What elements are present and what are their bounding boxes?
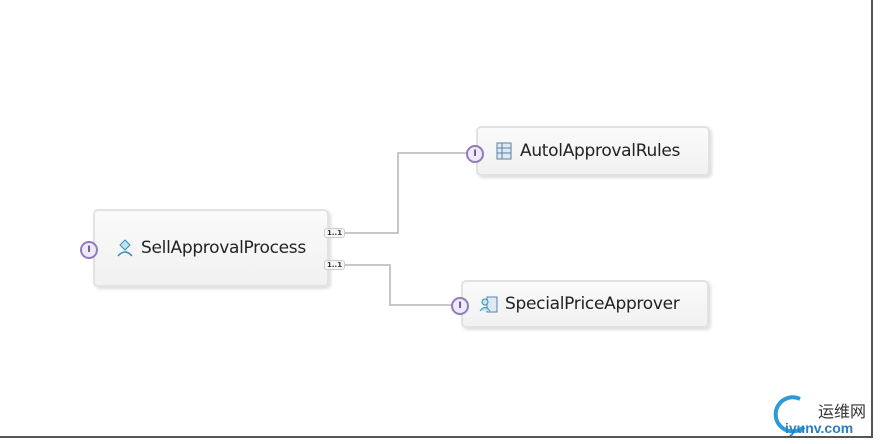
watermark-domain: iyunv.com — [785, 420, 854, 436]
watermark-text: 运维网 — [818, 402, 867, 421]
node-label: AutolApprovalRules — [520, 141, 681, 161]
rule-table-icon — [496, 142, 512, 160]
interface-icon[interactable]: I — [451, 297, 469, 315]
multiplicity-label: 1..1 — [324, 228, 346, 238]
multiplicity-label: 1..1 — [324, 260, 346, 270]
watermark-logo-icon — [773, 395, 806, 434]
process-icon — [117, 239, 133, 257]
node-label: SpecialPriceApprover — [505, 294, 680, 314]
human-task-icon — [479, 296, 498, 313]
connector-special-price — [345, 264, 453, 306]
node-autol-approval-rules[interactable]: AutolApprovalRules — [476, 126, 710, 176]
connector-auto-rules — [345, 152, 468, 234]
interface-icon[interactable]: I — [466, 145, 484, 163]
node-label: SellApprovalProcess — [141, 238, 306, 258]
node-special-price-approver[interactable]: SpecialPriceApprover — [461, 280, 709, 328]
node-sell-approval-process[interactable]: SellApprovalProcess — [93, 209, 329, 287]
interface-icon[interactable]: I — [80, 241, 98, 259]
frame — [0, 0, 873, 438]
